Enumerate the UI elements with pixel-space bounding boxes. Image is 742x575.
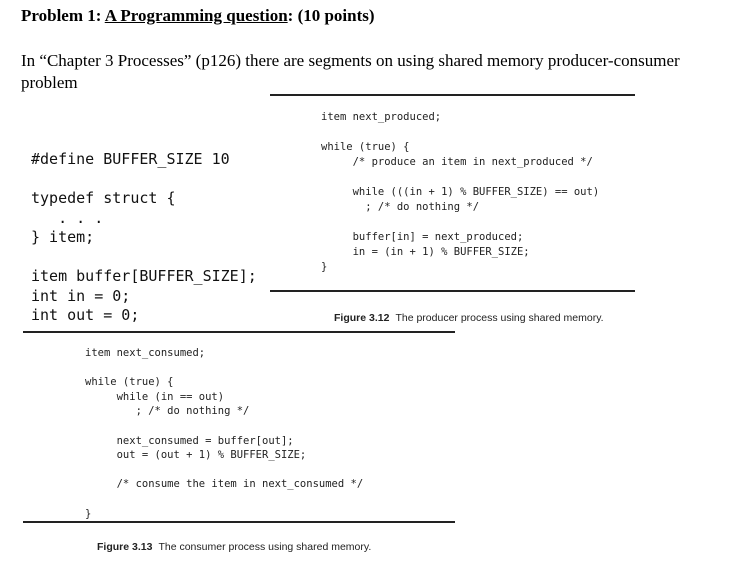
code-line: } bbox=[321, 261, 328, 273]
producer-bottom-rule bbox=[270, 290, 635, 292]
code-line bbox=[85, 463, 363, 478]
problem-label: Problem 1: bbox=[21, 6, 102, 25]
code-line bbox=[31, 248, 257, 268]
producer-top-rule bbox=[270, 94, 635, 96]
problem-points: : (10 points) bbox=[287, 6, 375, 25]
code-line: . . . bbox=[31, 208, 104, 227]
code-line bbox=[85, 361, 363, 376]
code-line: next_consumed = buffer[out]; bbox=[85, 434, 294, 447]
code-line: int out = 0; bbox=[31, 306, 140, 324]
intro-paragraph: In “Chapter 3 Processes” (p126) there ar… bbox=[21, 51, 680, 92]
problem-title: A Programming question bbox=[104, 6, 288, 25]
code-line bbox=[85, 419, 363, 434]
consumer-caption: Figure 3.13 The consumer process using sh… bbox=[97, 541, 371, 553]
code-line bbox=[85, 492, 363, 507]
code-line: ; /* do nothing */ bbox=[85, 405, 250, 418]
code-line: item buffer[BUFFER_SIZE]; bbox=[31, 267, 257, 285]
producer-caption-text: The producer process using shared memory… bbox=[395, 312, 604, 324]
consumer-code-block: item next_consumed; while (true) { while… bbox=[85, 346, 363, 521]
consumer-caption-label: Figure 3.13 bbox=[97, 541, 153, 553]
code-line: item next_produced; bbox=[321, 111, 442, 123]
code-line: int in = 0; bbox=[31, 286, 131, 305]
code-line: #define BUFFER_SIZE 10 bbox=[31, 150, 230, 168]
code-line: /* produce an item in next_produced */ bbox=[321, 156, 593, 168]
shared-declarations-code-block: #define BUFFER_SIZE 10 typedef struct { … bbox=[31, 150, 257, 326]
producer-code-block: item next_produced; while (true) { /* pr… bbox=[321, 110, 599, 275]
code-line bbox=[321, 170, 599, 185]
code-line: while (true) { bbox=[321, 141, 410, 153]
code-line: buffer[in] = next_produced; bbox=[321, 231, 524, 243]
code-line: item next_consumed; bbox=[85, 347, 206, 359]
code-line: /* consume the item in next_consumed */ bbox=[85, 478, 364, 491]
code-line: out = (out + 1) % BUFFER_SIZE; bbox=[85, 449, 307, 462]
producer-caption-label: Figure 3.12 bbox=[334, 312, 390, 324]
producer-caption: Figure 3.12 The producer process using sh… bbox=[334, 312, 604, 324]
code-line bbox=[321, 215, 599, 230]
code-line bbox=[31, 170, 257, 190]
consumer-caption-text: The consumer process using shared memory… bbox=[158, 541, 372, 553]
code-line: } bbox=[85, 507, 92, 520]
consumer-bottom-rule bbox=[23, 521, 455, 523]
code-line: typedef struct { bbox=[31, 189, 176, 207]
code-line bbox=[321, 125, 599, 140]
code-line: while (((in + 1) % BUFFER_SIZE) == out) bbox=[321, 186, 600, 198]
code-line: ; /* do nothing */ bbox=[321, 201, 480, 213]
code-line: in = (in + 1) % BUFFER_SIZE; bbox=[321, 246, 530, 258]
code-line: } item; bbox=[31, 228, 95, 246]
code-line: while (in == out) bbox=[85, 390, 225, 403]
problem-heading: Problem 1: A Programming question: (10 p… bbox=[21, 6, 375, 26]
consumer-top-rule bbox=[23, 331, 455, 333]
code-line: while (true) { bbox=[85, 376, 174, 389]
